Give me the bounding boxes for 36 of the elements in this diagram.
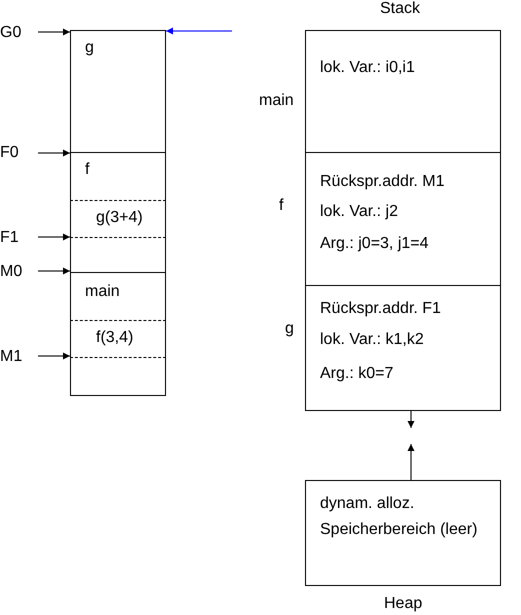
memory-section [70,152,166,273]
arrow [38,28,70,36]
section-text: lok. Var.: k1,k2 [320,331,424,349]
section-text: Rückspr.addr. M1 [320,173,444,191]
call-band [70,320,166,358]
column-heading: Stack [380,0,420,18]
section-text: f(3,4) [96,329,134,347]
section-text: Arg.: k0=7 [320,365,394,383]
section-text: Arg.: j0=3, j1=4 [320,235,429,253]
section-text: f [85,161,90,179]
pointer-name: G0 [0,24,22,42]
section-text: g [85,39,94,57]
arrow [408,410,414,428]
arrow [408,444,414,480]
arrow [166,28,232,34]
pointer-name: M1 [0,348,22,366]
frame-caption: main [259,92,294,110]
arrow [38,352,70,360]
section-text: g(3+4) [96,209,143,227]
call-band [70,200,166,238]
frame-caption: f [279,197,284,215]
arrow [38,234,70,240]
arrow [38,268,70,274]
memory-section [70,30,166,153]
section-text: dynam. alloz. Speicherbereich (leer) [320,494,478,540]
frame-caption: g [285,320,294,338]
section-text: lok. Var.: i0,i1 [320,59,415,77]
arrow [38,150,70,156]
pointer-name: F0 [0,144,19,162]
section-text: Rückspr.addr. F1 [320,300,441,318]
section-text: lok. Var.: j2 [320,203,398,221]
memory-section [70,272,166,396]
section-text: main [85,283,120,301]
pointer-name: F1 [0,229,19,247]
frame-caption: Heap [384,595,422,613]
pointer-name: M0 [0,263,22,281]
